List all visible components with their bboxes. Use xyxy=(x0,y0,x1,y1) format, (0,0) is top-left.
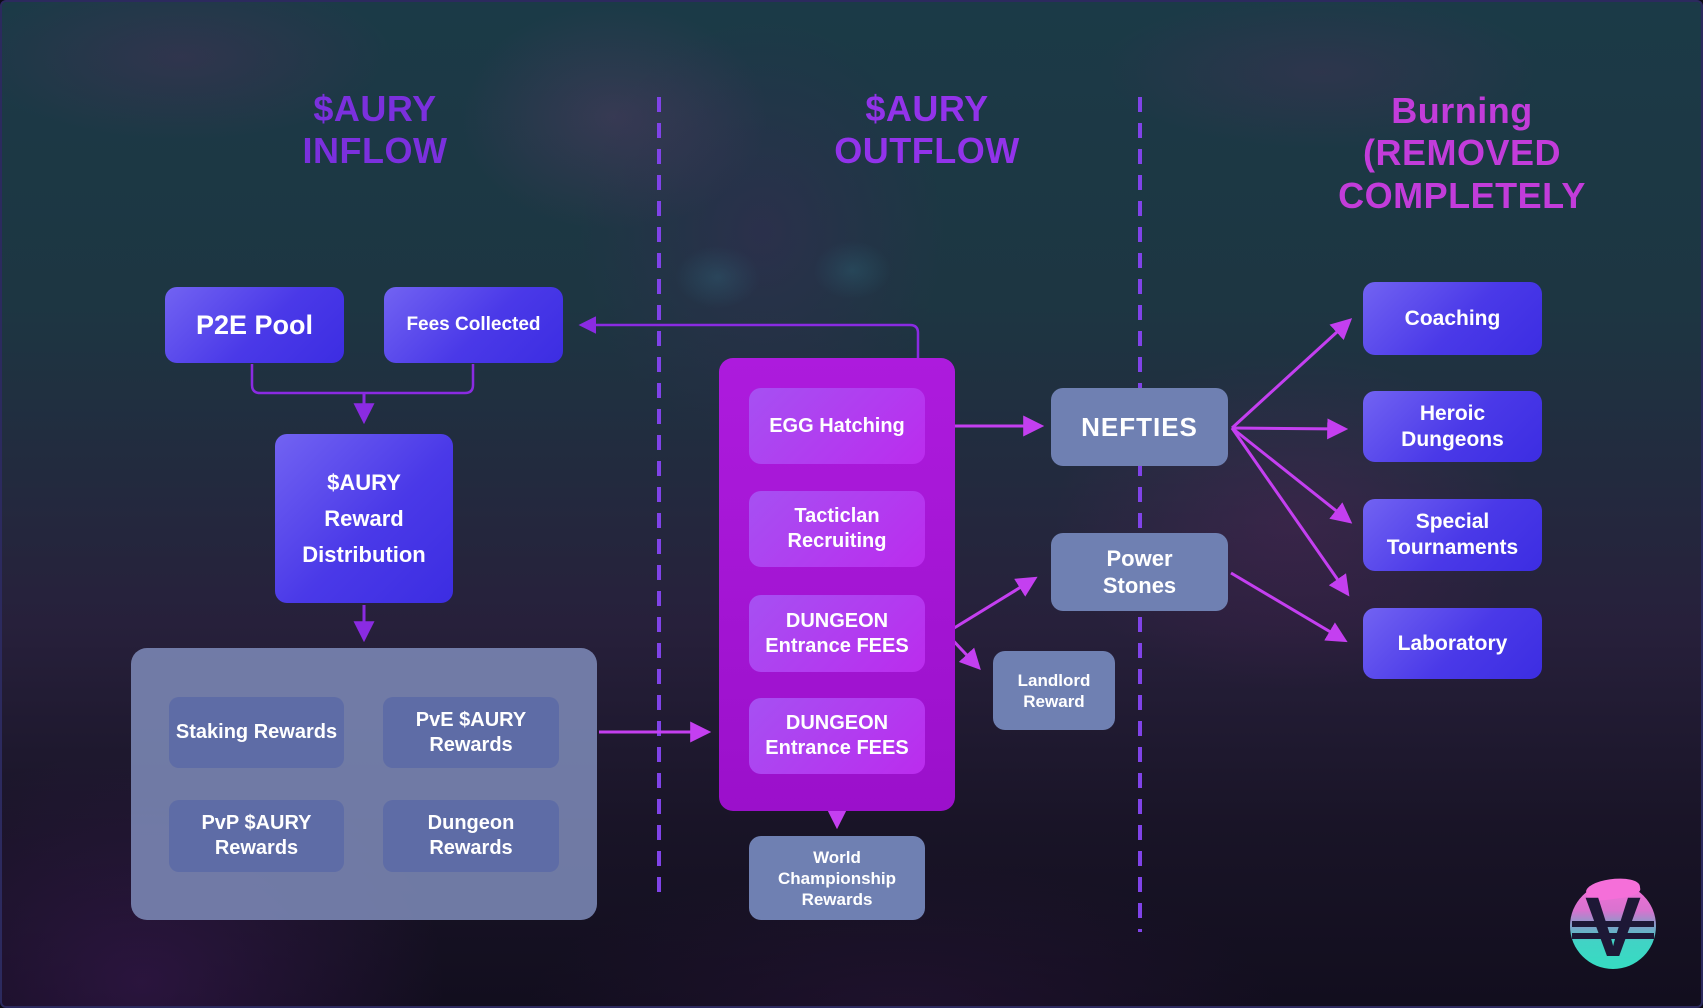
node-fees-collected: Fees Collected xyxy=(384,287,563,363)
node-tacticlan-recruiting: Tacticlan Recruiting xyxy=(749,491,925,567)
node-laboratory: Laboratory xyxy=(1363,608,1542,679)
rewards-group-panel xyxy=(131,648,597,920)
node-landlord-reward: Landlord Reward xyxy=(993,651,1115,730)
arrow-pool-fees-bracket xyxy=(250,364,475,395)
node-power-stones: Power Stones xyxy=(1051,533,1228,611)
node-p2e-pool: P2E Pool xyxy=(165,287,344,363)
node-dungeon-rewards: Dungeon Rewards xyxy=(383,800,559,872)
arrow-powerstones-to-laboratory xyxy=(1230,571,1348,643)
arrow-nefties-to-coaching xyxy=(1230,318,1353,430)
arrow-dungeon-to-powerstones xyxy=(945,576,1038,635)
aurory-logo: V xyxy=(1570,875,1656,974)
node-pve-aury-rewards: PvE $AURY Rewards xyxy=(383,697,559,768)
node-staking-rewards: Staking Rewards xyxy=(169,697,344,768)
node-world-championship-rewards: World Championship Rewards xyxy=(749,836,925,920)
arrow-nefties-to-laboratory xyxy=(1230,427,1350,597)
node-heroic-dungeons: Heroic Dungeons xyxy=(1363,391,1542,462)
arrow-nefties-to-heroic xyxy=(1231,418,1349,440)
node-reward-distribution: $AURY Reward Distribution xyxy=(275,434,453,603)
logo-v-letter: V xyxy=(1584,880,1642,974)
inflow-column-title: $AURY INFLOW xyxy=(302,88,448,172)
node-egg-hatching: EGG Hatching xyxy=(749,388,925,464)
arrow-nefties-to-special xyxy=(1231,426,1353,524)
node-nefties: NEFTIES xyxy=(1051,388,1228,466)
arrow-outflow-to-fees xyxy=(578,316,920,358)
outflow-column-title: $AURY OUTFLOW xyxy=(834,88,1020,172)
node-pvp-aury-rewards: PvP $AURY Rewards xyxy=(169,800,344,872)
node-coaching: Coaching xyxy=(1363,282,1542,355)
logo-stripe xyxy=(1572,933,1654,939)
node-special-tournaments: Special Tournaments xyxy=(1363,499,1542,571)
node-dungeon-entrance-fees-1: DUNGEON Entrance FEES xyxy=(749,595,925,672)
burning-column-title: Burning (REMOVED COMPLETELY xyxy=(1338,90,1586,216)
logo-stripe xyxy=(1572,921,1654,927)
node-dungeon-entrance-fees-2: DUNGEON Entrance FEES xyxy=(749,698,925,774)
